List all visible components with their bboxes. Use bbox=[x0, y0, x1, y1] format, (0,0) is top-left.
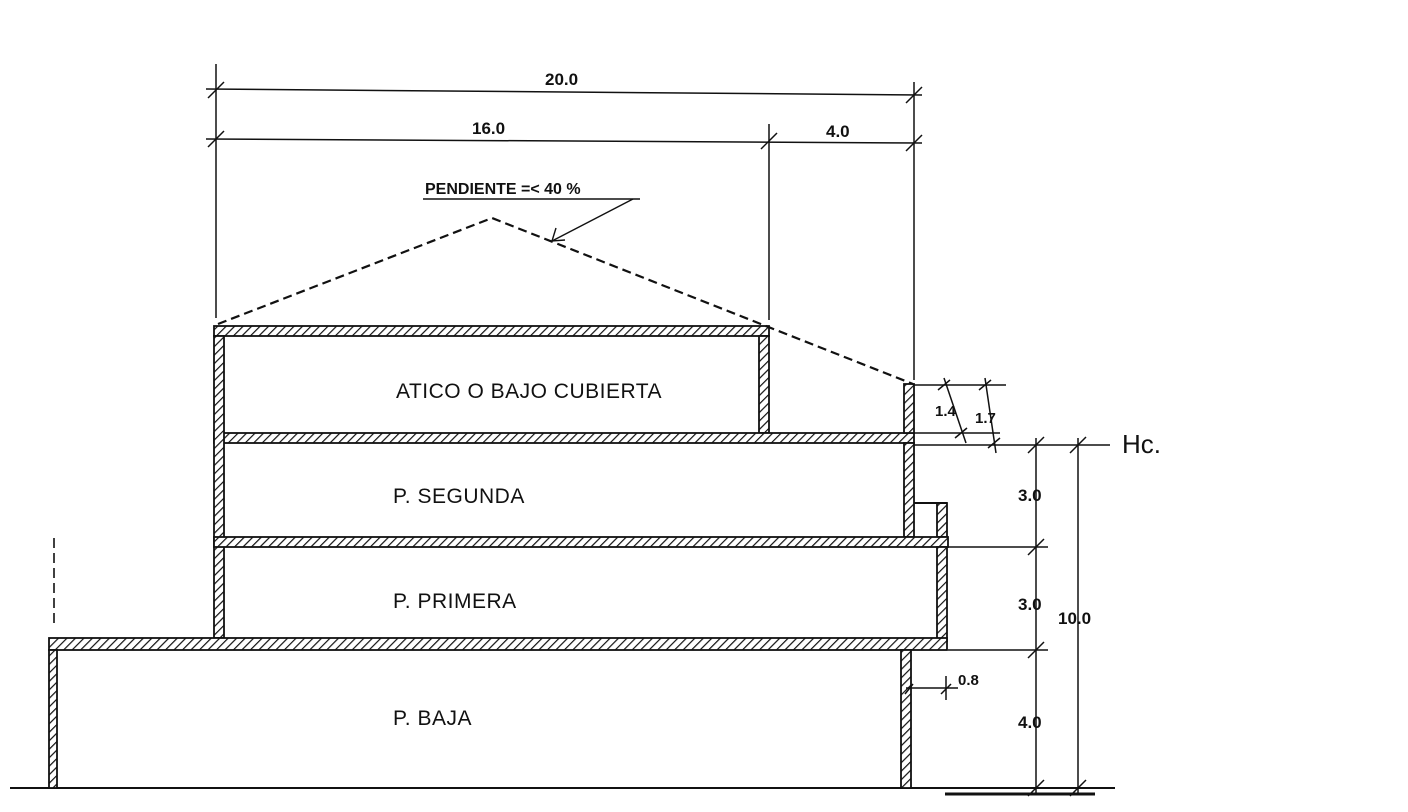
attic-roof-slab bbox=[213, 325, 770, 337]
second-floor-top-slab bbox=[213, 432, 915, 444]
main-left-wall bbox=[213, 335, 225, 639]
dim-main-width: 16.0 bbox=[472, 119, 505, 138]
first-floor-right-wall bbox=[936, 546, 948, 642]
slope-note-text: PENDIENTE =< 40 % bbox=[425, 181, 581, 198]
second-floor-right-wall bbox=[903, 442, 915, 538]
balcony-parapet bbox=[936, 502, 948, 538]
structure bbox=[48, 325, 949, 789]
dim-floor-ground: 4.0 bbox=[1018, 713, 1042, 732]
attic-right-wall bbox=[758, 335, 770, 434]
dim-parapet-low: 1.4 bbox=[935, 403, 957, 420]
dim-setback-width: 4.0 bbox=[826, 122, 850, 141]
overhang-dimension bbox=[904, 676, 958, 700]
ground-line bbox=[10, 787, 1115, 796]
parapet bbox=[903, 383, 915, 434]
width-dimensions bbox=[205, 64, 923, 380]
ground-floor-top-slab bbox=[48, 637, 948, 651]
slope-note: PENDIENTE =< 40 % bbox=[423, 181, 640, 242]
room-label-first-floor: P. PRIMERA bbox=[393, 590, 517, 613]
height-marker-hc: Hc. bbox=[1122, 429, 1161, 459]
height-dimensions bbox=[914, 436, 1110, 797]
room-label-second-floor: P. SEGUNDA bbox=[393, 485, 525, 508]
ground-floor-right-wall bbox=[900, 649, 912, 789]
room-label-attic: ATICO O BAJO CUBIERTA bbox=[396, 380, 662, 403]
ground-floor-left-wall bbox=[48, 649, 58, 789]
room-label-ground-floor: P. BAJA bbox=[393, 707, 472, 730]
roof-slope-line bbox=[217, 216, 914, 386]
dim-ground-overhang: 0.8 bbox=[958, 672, 979, 689]
dim-parapet-high: 1.7 bbox=[975, 410, 996, 427]
dim-total-width: 20.0 bbox=[545, 70, 578, 89]
dim-floor-first: 3.0 bbox=[1018, 595, 1042, 614]
dim-total-height: 10.0 bbox=[1058, 609, 1091, 628]
dim-floor-second: 3.0 bbox=[1018, 486, 1042, 505]
first-floor-top-slab bbox=[213, 536, 949, 548]
parapet-dimensions bbox=[914, 377, 1006, 454]
